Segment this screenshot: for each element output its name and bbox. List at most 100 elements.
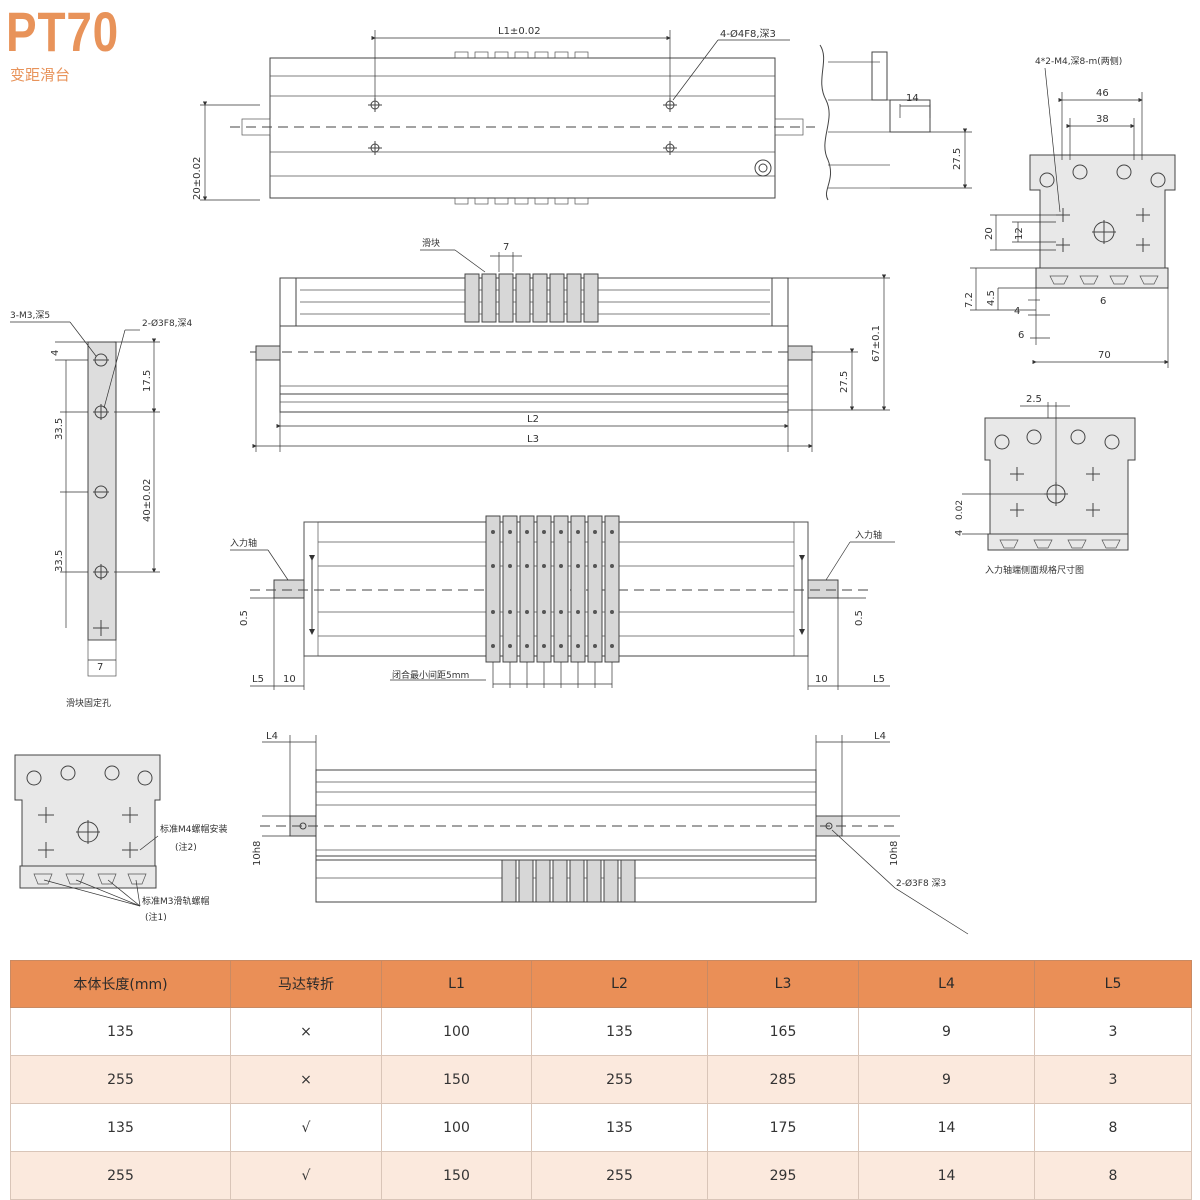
- input-end-caption: 入力轴端侧面规格尺寸图: [985, 564, 1084, 576]
- dim-l5-right: L5: [873, 674, 885, 685]
- dim-10h8-left: 10h8: [252, 841, 263, 866]
- dim-4-end: 4: [1014, 306, 1020, 317]
- col-l1: L1: [381, 960, 532, 1008]
- dim-17-5-slider: 17.5: [142, 370, 153, 392]
- table-row: 135 × 100 135 165 9 3: [10, 1007, 1192, 1056]
- dim-0-5-right: 0.5: [854, 610, 865, 626]
- hole-note-top: 4-Ø4F8,深3: [720, 28, 776, 40]
- bottom-view: L4 L4 10h8 10h8 2-Ø3F8 深3: [252, 731, 969, 935]
- dim-7-2: 7.2: [964, 292, 975, 308]
- plan-view: 闭合最小间距5mm 入力轴 入力轴 0.5 0.5 L5 10 10 L5: [230, 515, 895, 690]
- dim-10h8-right: 10h8: [889, 841, 900, 866]
- cell-motor-fold: ×: [230, 1055, 382, 1104]
- dim-12-end: 12: [1014, 227, 1025, 240]
- col-l2: L2: [531, 960, 708, 1008]
- input-shaft-left: 入力轴: [230, 537, 257, 549]
- cell-l2: 255: [531, 1151, 708, 1200]
- dim-7-slider: 7: [97, 662, 103, 673]
- cell-l4: 9: [858, 1007, 1035, 1056]
- col-body-length: 本体长度(mm): [10, 960, 231, 1008]
- col-l5: L5: [1034, 960, 1192, 1008]
- dim-4-slider: 4: [50, 350, 61, 356]
- cell-body-length: 135: [10, 1007, 231, 1056]
- note-1: (注1): [145, 911, 167, 923]
- dim-l4-right: L4: [874, 731, 886, 742]
- dim-38: 38: [1096, 114, 1109, 125]
- cell-motor-fold: ×: [230, 1007, 382, 1056]
- mount-view: 标准M4螺帽安装 (注2) 标准M3滑轨螺帽 (注1): [14, 754, 228, 923]
- spec-table: 本体长度(mm) 马达转折 L1 L2 L3 L4 L5 135 × 100 1…: [10, 960, 1192, 1200]
- cell-l4: 14: [858, 1151, 1035, 1200]
- cell-body-length: 255: [10, 1151, 231, 1200]
- dim-l5-left: L5: [252, 674, 264, 685]
- cell-l3: 165: [707, 1007, 859, 1056]
- cell-body-length: 135: [10, 1103, 231, 1152]
- dim-width: 20±0.02: [192, 157, 203, 200]
- dim-7-front: 7: [503, 242, 509, 253]
- dim-27-5-front: 27.5: [839, 371, 850, 393]
- dim-33-5-upper: 33.5: [54, 418, 65, 440]
- cell-l5: 8: [1034, 1103, 1192, 1152]
- m4-nut-note: 标准M4螺帽安装: [160, 823, 228, 835]
- dim-2-5: 2.5: [1026, 394, 1042, 405]
- spec-table-header: 本体长度(mm) 马达转折 L1 L2 L3 L4 L5: [10, 960, 1192, 1008]
- dim-6-slot: 6: [1100, 296, 1106, 307]
- end-view: 4*2-M4,深8-m(两侧) 46 38 20 12 7.2 4.5 6 4 …: [964, 55, 1176, 368]
- col-l4: L4: [858, 960, 1035, 1008]
- dim-6-end: 6: [1018, 330, 1024, 341]
- dim-20-end: 20: [984, 227, 995, 240]
- cell-l4: 14: [858, 1103, 1035, 1152]
- cell-l1: 100: [381, 1103, 532, 1152]
- slider-detail: 3-M3,深5 2-Ø3F8,深4 4 33.5 33.5 17.5 40±0.…: [10, 310, 193, 709]
- pin-note-bottom: 2-Ø3F8 深3: [896, 878, 946, 889]
- table-row: 255 √ 150 255 295 14 8: [10, 1151, 1192, 1200]
- dim-4-5: 4.5: [986, 290, 997, 306]
- dim-10-right: 10: [815, 674, 828, 685]
- table-row: 135 √ 100 135 175 14 8: [10, 1103, 1192, 1152]
- slider-caption: 滑块固定孔: [66, 697, 111, 709]
- cell-l2: 135: [531, 1007, 708, 1056]
- cell-l5: 3: [1034, 1007, 1192, 1056]
- tap-note-slider: 3-M3,深5: [10, 310, 50, 321]
- dim-27-5-top: 27.5: [952, 148, 963, 170]
- cell-motor-fold: √: [230, 1151, 382, 1200]
- slider-label: 滑块: [422, 237, 440, 249]
- note-2: (注2): [175, 841, 197, 853]
- m3-nut-note: 标准M3滑轨螺帽: [142, 895, 210, 907]
- cell-l2: 135: [531, 1103, 708, 1152]
- dim-l1: L1±0.02: [498, 26, 541, 37]
- pin-note-slider: 2-Ø3F8,深4: [142, 318, 193, 329]
- cell-body-length: 255: [10, 1055, 231, 1104]
- dim-40: 40±0.02: [142, 479, 153, 522]
- cell-l5: 8: [1034, 1151, 1192, 1200]
- col-motor-fold: 马达转折: [230, 960, 382, 1008]
- top-view: L1±0.02 4-Ø4F8,深3 20±0.02 14 27.5: [192, 26, 972, 205]
- cell-l1: 100: [381, 1007, 532, 1056]
- dim-14: 14: [906, 93, 919, 104]
- input-shaft-right: 入力轴: [855, 529, 882, 541]
- cell-l4: 9: [858, 1055, 1035, 1104]
- dim-10-left: 10: [283, 674, 296, 685]
- tap-note-end: 4*2-M4,深8-m(两侧): [1035, 55, 1122, 67]
- dim-l4-left: L4: [266, 731, 278, 742]
- dim-4-input: 4: [954, 530, 965, 536]
- dim-67: 67±0.1: [871, 325, 882, 362]
- dim-0-5-left: 0.5: [239, 610, 250, 626]
- dim-l3: L3: [527, 434, 539, 445]
- cell-l3: 175: [707, 1103, 859, 1152]
- dim-0-02: 0.02: [955, 500, 965, 520]
- cell-l5: 3: [1034, 1055, 1192, 1104]
- cell-motor-fold: √: [230, 1103, 382, 1152]
- col-l3: L3: [707, 960, 859, 1008]
- input-end-view: 2.5 0.02 4 入力轴端侧面规格尺寸图: [954, 394, 1136, 576]
- dim-l2: L2: [527, 414, 539, 425]
- product-title: PT70: [6, 0, 120, 63]
- front-view: 滑块 7 67±0.1 27.5 L2 L3: [250, 237, 890, 452]
- dim-33-5-lower: 33.5: [54, 550, 65, 572]
- table-row: 255 × 150 255 285 9 3: [10, 1055, 1192, 1104]
- cell-l1: 150: [381, 1151, 532, 1200]
- cell-l1: 150: [381, 1055, 532, 1104]
- dim-70: 70: [1098, 350, 1111, 361]
- dim-46: 46: [1096, 88, 1109, 99]
- product-subtitle: 变距滑台: [10, 66, 71, 84]
